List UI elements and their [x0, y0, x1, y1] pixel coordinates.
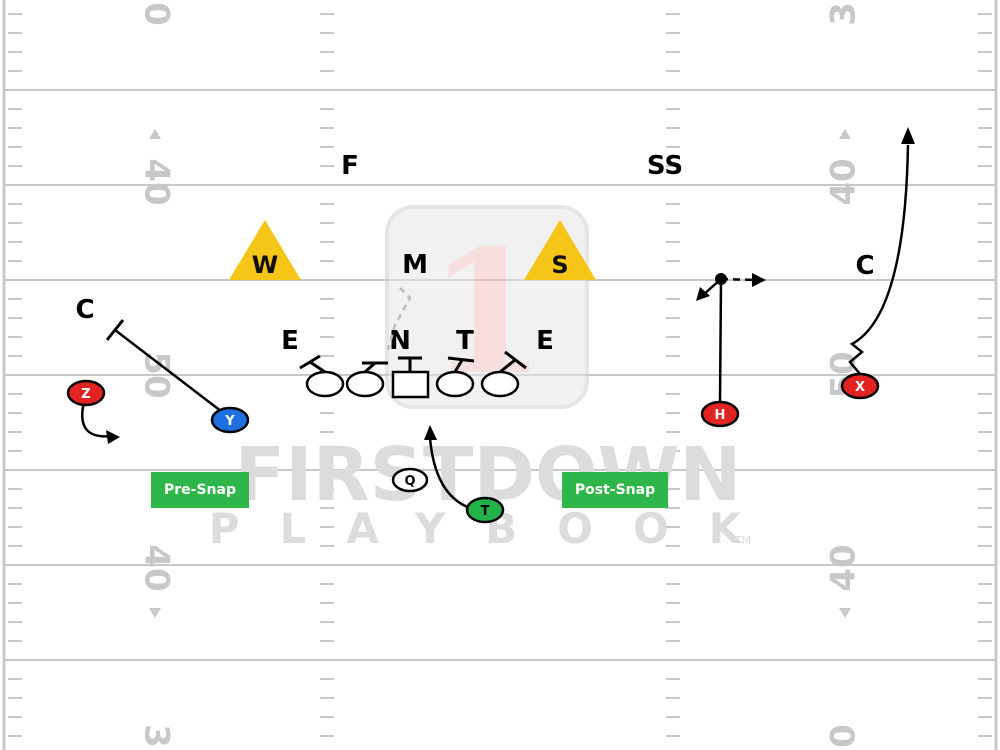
yard-number: 50	[137, 351, 177, 398]
direction-arrow	[149, 129, 161, 139]
z-route	[81, 401, 113, 438]
player-h[interactable]: H	[700, 400, 740, 428]
lineman[interactable]	[345, 370, 385, 398]
defender-end-right[interactable]: E	[536, 326, 554, 356]
yard-numbers-left: 0 40 50 40 3	[137, 2, 177, 748]
defender-sam-label: S	[551, 251, 568, 279]
defender-will[interactable]: W	[229, 220, 301, 280]
direction-arrow	[839, 129, 851, 139]
yard-number: 40	[824, 544, 864, 591]
y-route	[114, 329, 231, 419]
arrowhead	[424, 425, 437, 440]
player-z[interactable]: Z	[66, 379, 106, 407]
offensive-line	[305, 370, 520, 399]
h-route-option-out	[720, 277, 757, 282]
player-y-label: Y	[224, 414, 235, 429]
x-route	[848, 144, 910, 375]
lineman[interactable]	[435, 370, 475, 398]
player-h-label: H	[715, 408, 726, 423]
defender-corner-left[interactable]: C	[75, 295, 94, 325]
defender-end-left[interactable]: E	[281, 326, 299, 356]
h-route	[718, 279, 723, 404]
t-route	[428, 437, 471, 510]
yard-number: 40	[824, 158, 864, 205]
center[interactable]	[391, 370, 430, 399]
defender-nose[interactable]: N	[389, 326, 411, 356]
watermark-trademark: TM	[734, 534, 751, 547]
arrowhead	[752, 273, 766, 287]
y-block-mark	[105, 319, 125, 341]
block-marks	[299, 350, 527, 374]
defender-corner-right[interactable]: C	[855, 251, 874, 281]
lineman[interactable]	[480, 370, 520, 398]
arrowhead	[901, 127, 915, 144]
defender-sam[interactable]: S	[524, 220, 596, 280]
arrowhead	[696, 287, 710, 301]
defender-tackle[interactable]: T	[456, 326, 474, 356]
lineman[interactable]	[305, 370, 345, 398]
arrowhead	[106, 430, 120, 444]
yard-number: 0	[137, 2, 177, 26]
direction-arrow	[839, 608, 851, 618]
player-q[interactable]: Q	[391, 467, 429, 493]
defender-free-safety[interactable]: F	[341, 151, 359, 181]
h-route-option-in	[702, 278, 722, 296]
defender-mike[interactable]: M	[402, 250, 428, 280]
player-t[interactable]: T	[465, 496, 505, 524]
direction-arrow	[149, 608, 161, 618]
yard-number: 0	[824, 724, 864, 748]
yard-number: 3	[824, 2, 864, 26]
player-z-label: Z	[81, 387, 90, 402]
player-x[interactable]: X	[840, 372, 880, 400]
defender-strong-safety[interactable]: SS	[647, 151, 683, 181]
yard-number: 3	[137, 724, 177, 748]
watermark-logo: 1	[385, 205, 589, 413]
watermark-app-icon	[385, 205, 589, 409]
player-y[interactable]: Y	[210, 406, 250, 434]
player-q-label: Q	[404, 474, 415, 489]
mike-blitz-route	[386, 287, 412, 351]
player-t-label: T	[481, 504, 490, 519]
defender-will-label: W	[252, 251, 278, 279]
post-snap-button[interactable]: Post-Snap	[562, 472, 668, 508]
pre-snap-button[interactable]: Pre-Snap	[151, 472, 249, 508]
player-x-label: X	[855, 380, 865, 395]
yard-number: 40	[137, 158, 177, 205]
yard-number: 40	[137, 544, 177, 591]
